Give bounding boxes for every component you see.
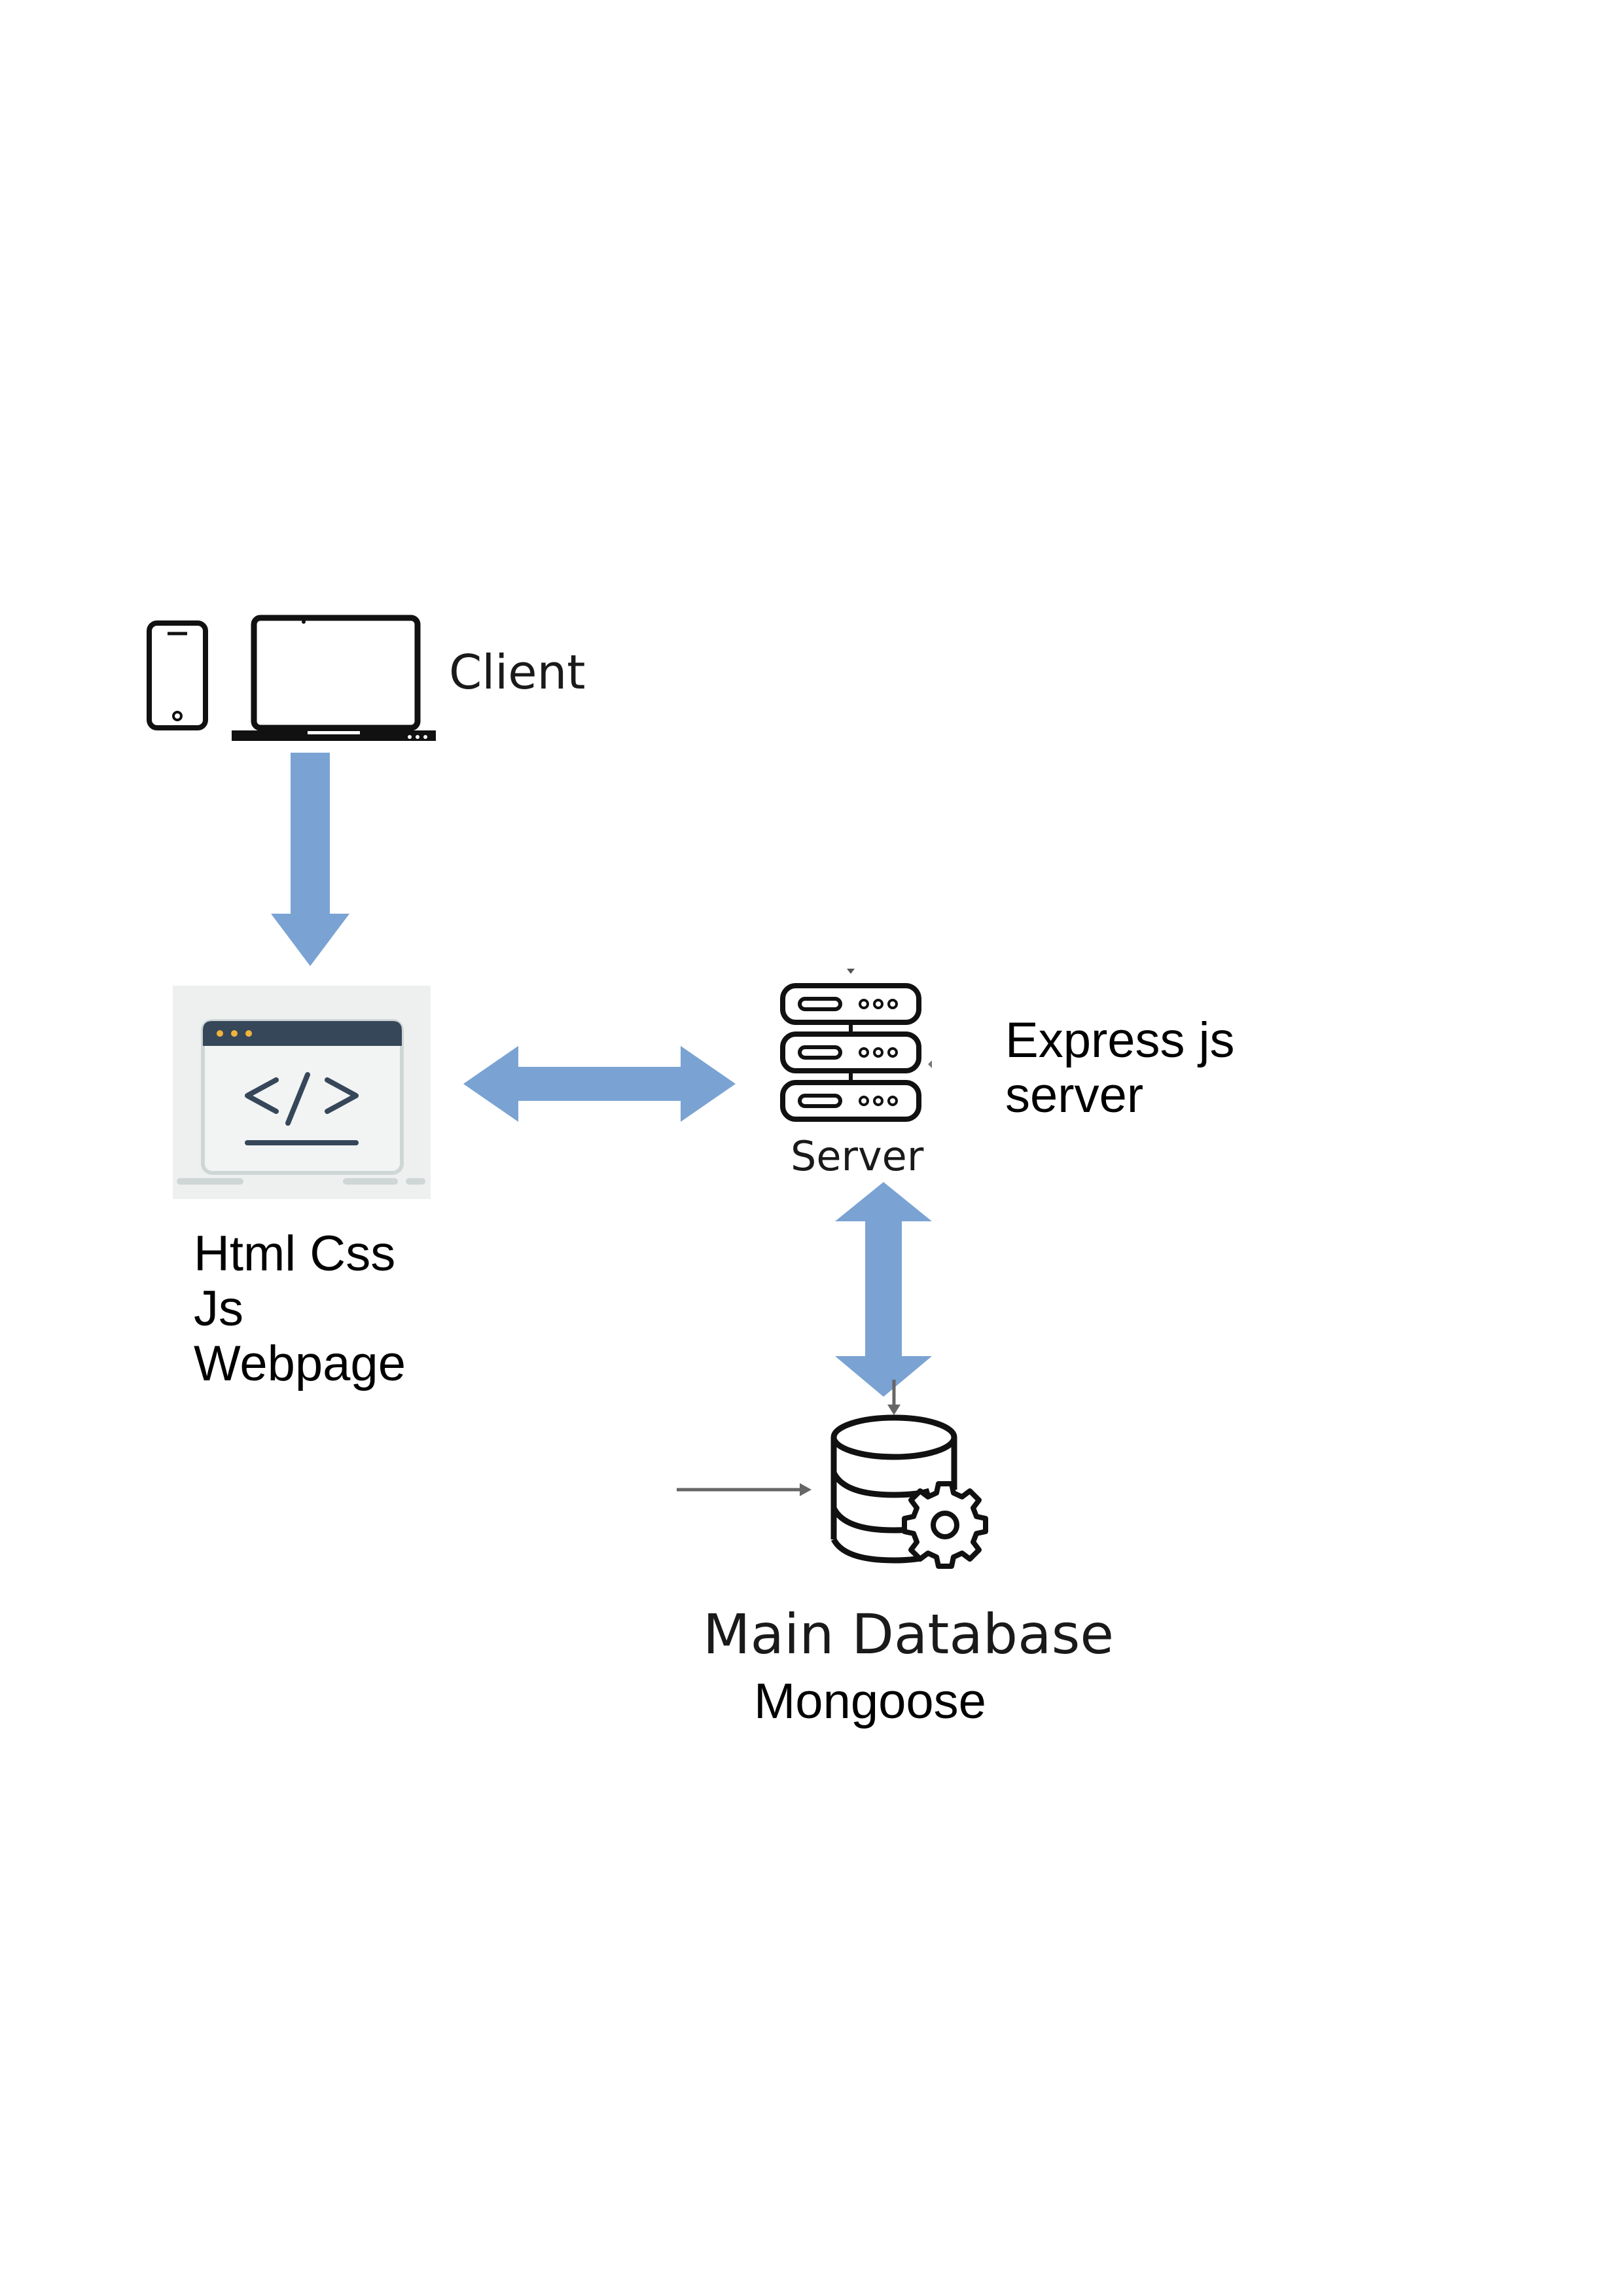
server-caption: Server [791, 1132, 924, 1180]
code-window-icon [173, 986, 431, 1199]
webpage-label-line: Html Css [194, 1226, 396, 1282]
express-server-label-line: Express js [1005, 1013, 1235, 1068]
db-input-arrow-left [677, 1483, 812, 1496]
database-subtitle: Mongoose [754, 1674, 986, 1729]
phone-icon [147, 620, 208, 730]
express-server-label-line: server [1005, 1067, 1144, 1123]
server-rack-icon [780, 969, 932, 1122]
arrow-webpage-server [463, 1046, 736, 1122]
webpage-label-line: Webpage [194, 1336, 406, 1391]
db-input-arrow-top [887, 1380, 901, 1415]
laptop-icon [232, 615, 436, 741]
webpage-label: Html Css Js Webpage [194, 1227, 455, 1391]
database-title: Main Database [703, 1602, 1115, 1666]
express-server-label: Express js server [1005, 1013, 1332, 1123]
database-gear-icon [830, 1414, 988, 1569]
arrow-server-database [835, 1182, 932, 1397]
webpage-label-line: Js [194, 1281, 243, 1336]
arrow-client-to-webpage [271, 753, 349, 966]
client-label: Client [449, 645, 586, 700]
